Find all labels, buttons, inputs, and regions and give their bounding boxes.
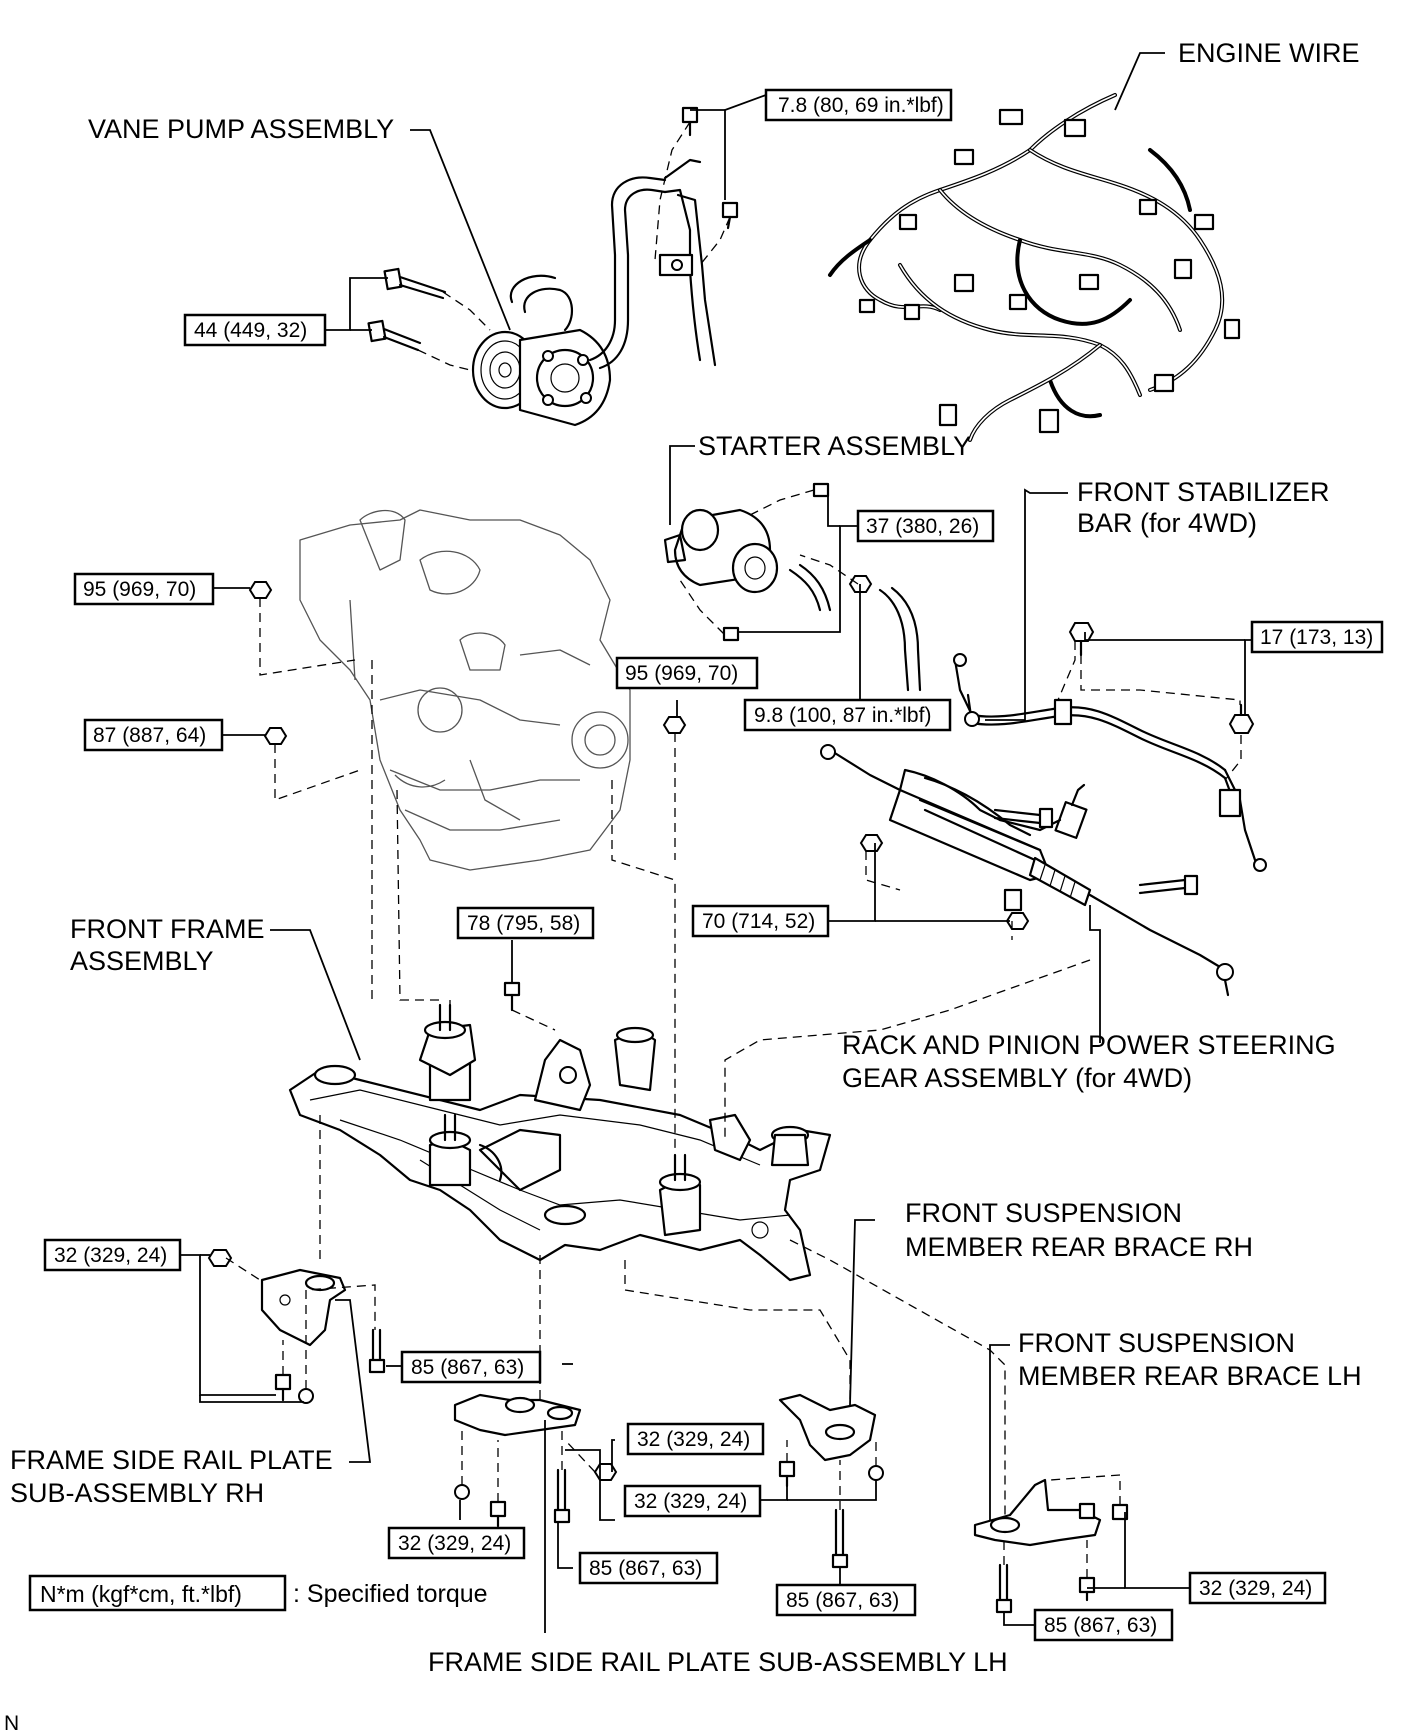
torque-starter-bolts: 37 (380, 26) [866,515,979,538]
torque-brace-rh-2: 85 (867, 63) [786,1589,899,1612]
torque-engine-mount-1: 95 (969, 70) [83,578,196,601]
rail-plate-lh-illustration [453,1393,618,1528]
label-rack-pinion-line2: GEAR ASSEMBLY (for 4WD) [842,1063,1192,1093]
torque-spec-boxes: 7.8 (80, 69 in.*lbf) 44 (449, 32) 37 (38… [43,88,1384,1642]
label-brace-lh-line2: MEMBER REAR BRACE LH [1018,1361,1362,1391]
torque-rail-rh-1: 32 (329, 24) [54,1244,167,1267]
label-rack-pinion-line1: RACK AND PINION POWER STEERING [842,1030,1336,1060]
pressure-hose-illustration [588,158,717,370]
torque-rail-lh-2: 32 (329, 24) [398,1532,511,1555]
label-front-stabilizer-line1: FRONT STABILIZER [1077,477,1330,507]
torque-steering-gear: 70 (714, 52) [702,910,815,933]
torque-brace-lh-2: 85 (867, 63) [1044,1614,1157,1637]
torque-pump-bolts: 44 (449, 32) [194,319,307,342]
torque-pump-line: 7.8 (80, 69 in.*lbf) [778,94,944,117]
corner-mark: N [4,1712,19,1734]
torque-frame-center: 78 (795, 58) [467,912,580,935]
legend-unit-box: N*m (kgf*cm, ft.*lbf) [40,1581,242,1607]
rail-plate-rh-illustration [207,1249,386,1404]
torque-engine-mount-2: 95 (969, 70) [625,662,738,685]
label-engine-wire: ENGINE WIRE [1178,38,1360,68]
rear-brace-rh-illustration [778,1393,884,1569]
label-front-frame-line2: ASSEMBLY [70,946,214,976]
engine-mount-nuts [248,581,687,745]
torque-brace-lh-1: 32 (329, 24) [1199,1577,1312,1600]
torque-brace-rh-1: 32 (329, 24) [634,1490,747,1513]
torque-rail-rh-2: 85 (867, 63) [411,1356,524,1379]
label-brace-rh-line1: FRONT SUSPENSION [905,1198,1182,1228]
torque-starter-terminal: 9.8 (100, 87 in.*lbf) [754,704,931,727]
stabilizer-bar-illustration [953,622,1267,872]
label-brace-rh-line2: MEMBER REAR BRACE RH [905,1232,1253,1262]
torque-engine-mount-3: 87 (887, 64) [93,724,206,747]
leader-lines [180,52,1252,1633]
rack-and-pinion-illustration [820,744,1234,997]
starter-illustration [663,482,922,692]
label-rail-plate-rh-line1: FRAME SIDE RAIL PLATE [10,1445,333,1475]
legend-text: : Specified torque [293,1580,488,1608]
engine-wire-harness-illustration [828,93,1241,442]
torque-rail-lh-1: 32 (329, 24) [637,1428,750,1451]
pump-bolts [367,106,739,352]
torque-rail-lh-3: 85 (867, 63) [589,1557,702,1580]
label-rail-plate-lh: FRAME SIDE RAIL PLATE SUB-ASSEMBLY LH [428,1647,1008,1677]
torque-legend: N*m (kgf*cm, ft.*lbf) : Specified torque [28,1574,488,1612]
rear-brace-lh-illustration [973,1478,1129,1614]
label-front-frame-line1: FRONT FRAME [70,914,265,944]
label-starter-assembly: STARTER ASSEMBLY [698,431,971,461]
label-vane-pump-assembly: VANE PUMP ASSEMBLY [88,114,394,144]
label-front-stabilizer-line2: BAR (for 4WD) [1077,508,1257,538]
label-rail-plate-rh-line2: SUB-ASSEMBLY RH [10,1478,264,1508]
vane-pump-illustration [471,274,612,427]
label-brace-lh-line1: FRONT SUSPENSION [1018,1328,1295,1358]
front-frame-illustration [288,981,832,1282]
engine-transaxle-ghost-illustration [299,509,631,871]
part-labels: ENGINE WIRE VANE PUMP ASSEMBLY STARTER A… [4,38,1362,1734]
torque-stabilizer: 17 (173, 13) [1260,626,1373,649]
